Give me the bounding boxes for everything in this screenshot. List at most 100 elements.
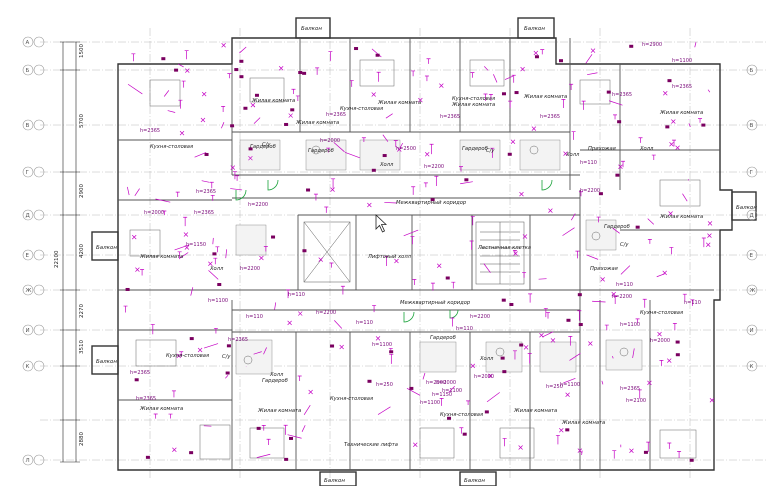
markup-stroke: [261, 424, 266, 431]
markup-block: [501, 92, 506, 96]
markup-block: [367, 379, 372, 383]
markup-stroke: [469, 240, 474, 250]
markup-block: [577, 293, 582, 297]
markup-stroke: [470, 72, 475, 78]
room-label: С/у: [486, 148, 495, 154]
markup-stroke: [424, 152, 430, 157]
markup-stroke: [539, 332, 544, 338]
markup-stroke: [167, 110, 176, 113]
markup-stroke: [666, 358, 672, 363]
markup-stroke: [221, 43, 226, 48]
markup-stroke: [209, 181, 214, 189]
markup-stroke: [253, 351, 262, 355]
markup-stroke: [483, 263, 491, 273]
height-label: h=1150: [432, 392, 452, 398]
markup-stroke: [590, 48, 596, 53]
height-label: h=2200: [580, 188, 600, 194]
markup-stroke: [328, 51, 333, 61]
markup-block: [284, 457, 289, 461]
markup-block: [617, 120, 622, 124]
markup-stroke: [371, 48, 382, 58]
markup-stroke: [705, 242, 711, 247]
markup-stroke: [667, 442, 672, 449]
markup-block: [559, 59, 564, 63]
room-label: С/у: [222, 354, 231, 360]
markup-stroke: [406, 388, 421, 396]
markup-stroke: [291, 88, 296, 94]
markup-stroke: [612, 450, 617, 459]
room-label: Гардероб: [462, 146, 489, 152]
room-label: Гардероб: [262, 378, 289, 384]
axis-bubble: [22, 64, 34, 76]
markup-stroke: [367, 202, 372, 208]
room-label: Холл: [269, 372, 284, 378]
markup-stroke: [134, 188, 140, 196]
markup-stroke: [502, 438, 507, 447]
room-label: Межквартирный коридор: [400, 300, 471, 306]
markup-stroke: [659, 360, 664, 366]
markup-stroke: [540, 49, 545, 55]
markup-stroke: [190, 287, 194, 296]
markup-stroke: [221, 106, 226, 113]
markup-block: [354, 47, 359, 51]
markup-block: [189, 337, 194, 341]
room-label: Жилая комната: [257, 408, 301, 414]
room-label: Лифтовый холл: [367, 254, 412, 260]
markup-stroke: [201, 91, 207, 97]
markup-block: [284, 122, 289, 126]
markup-stroke: [177, 251, 182, 260]
markup-stroke: [459, 166, 464, 172]
markup-stroke: [297, 375, 302, 382]
markup-stroke: [208, 270, 219, 280]
markup-stroke: [651, 154, 656, 161]
markup-stroke: [212, 237, 214, 245]
markup-stroke: [434, 175, 439, 187]
markup-block: [502, 370, 507, 374]
markup-stroke: [611, 291, 616, 297]
markup-stroke: [486, 392, 500, 403]
markup-stroke: [318, 257, 323, 262]
height-label: h=2200: [470, 314, 490, 320]
markup-block: [445, 276, 450, 280]
height-label: h=2000: [426, 380, 446, 386]
markup-stroke: [596, 216, 601, 223]
markup-stroke: [588, 341, 593, 346]
dimension-label: 3510: [79, 340, 85, 354]
markup-stroke: [185, 68, 190, 73]
markup-stroke: [174, 244, 190, 251]
markup-block: [248, 147, 253, 151]
height-label: h=2000: [320, 138, 340, 144]
markup-stroke: [543, 308, 548, 318]
markup-block: [375, 53, 380, 57]
markup-stroke: [200, 117, 206, 123]
markup-stroke: [418, 97, 423, 103]
markup-block: [271, 235, 276, 239]
markup-stroke: [439, 397, 444, 406]
markup-block: [566, 318, 571, 322]
markup-stroke: [230, 165, 236, 170]
axis-label: И: [750, 328, 754, 334]
markup-stroke: [512, 350, 517, 360]
height-label: h=2200: [240, 266, 260, 272]
markup-stroke: [459, 427, 464, 434]
markup-stroke: [488, 373, 493, 379]
axis-label: Г: [750, 170, 754, 176]
axis-bubble: [22, 324, 34, 336]
markup-stroke: [671, 119, 676, 124]
markup-stroke: [559, 428, 564, 433]
markup-block: [514, 91, 519, 95]
markup-stroke: [287, 320, 292, 326]
axis-bubble: [33, 249, 45, 261]
axis-bubble: [33, 119, 45, 131]
mouse-cursor-icon: [375, 214, 388, 233]
markup-stroke: [256, 453, 271, 458]
height-label: h=2000: [144, 210, 164, 216]
markup-stroke: [183, 232, 189, 237]
markup-stroke: [286, 289, 291, 299]
markup-stroke: [287, 434, 302, 439]
balcony-label: Балкон: [96, 245, 117, 251]
markup-block: [689, 458, 694, 462]
axis-label: К: [26, 364, 30, 370]
markup-stroke: [504, 75, 514, 80]
markup-stroke: [523, 345, 529, 350]
